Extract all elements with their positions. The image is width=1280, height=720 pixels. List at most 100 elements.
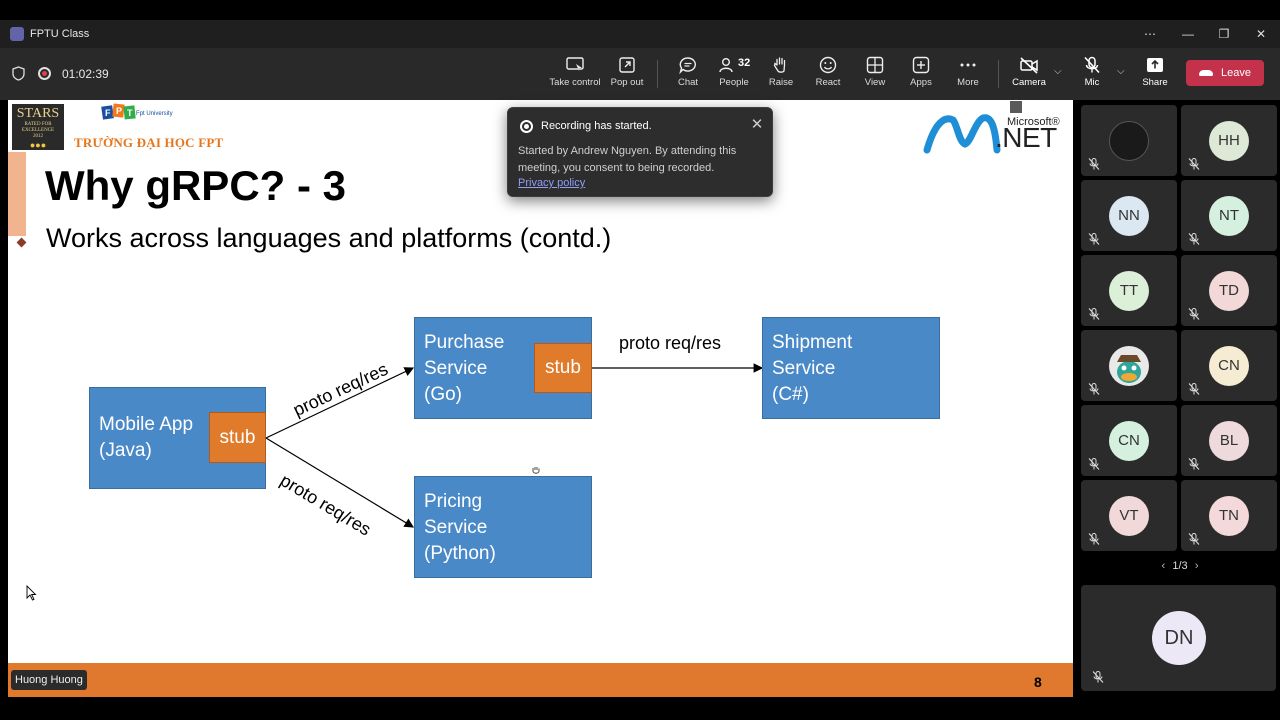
diagram-connectors (265, 363, 764, 528)
shipment-service-node: Shipment Service (C#) (762, 317, 940, 419)
view-button[interactable]: View (847, 54, 903, 96)
meeting-timer: 01:02:39 (62, 67, 109, 81)
participant-avatar: CN (1209, 346, 1249, 386)
mic-muted-icon (1088, 533, 1100, 545)
mic-muted-icon (1188, 308, 1200, 320)
react-button[interactable]: React (800, 54, 856, 96)
recording-notification: Recording has started. ✕ Started by Andr… (507, 107, 773, 197)
leave-button[interactable]: Leave (1186, 60, 1264, 86)
participant-tile[interactable] (1081, 105, 1177, 176)
participant-tile[interactable]: CN (1181, 330, 1277, 401)
participant-tile[interactable]: HH (1181, 105, 1277, 176)
svg-text:P: P (116, 106, 122, 116)
participant-avatar: VT (1109, 496, 1149, 536)
close-window-button[interactable]: ✕ (1255, 27, 1267, 41)
next-page-icon[interactable]: › (1194, 560, 1199, 572)
people-button[interactable]: 32 People (719, 57, 751, 88)
share-button[interactable]: Share (1127, 54, 1183, 96)
dotnet-logo (923, 114, 1001, 154)
purchase-stub: stub (534, 343, 592, 393)
perry-avatar-icon (1117, 355, 1141, 383)
teams-app-icon (10, 27, 24, 41)
participant-avatar: NT (1209, 196, 1249, 236)
mic-muted-icon (1188, 233, 1200, 245)
mic-muted-icon (1088, 383, 1100, 395)
ellipsis-icon (960, 63, 976, 67)
dismiss-notification-button[interactable]: ✕ (750, 116, 764, 133)
self-avatar: DN (1152, 611, 1206, 665)
chat-button[interactable]: Chat (660, 54, 716, 96)
previous-page-icon[interactable]: ‹ (1161, 560, 1166, 572)
participant-tile[interactable]: NN (1081, 180, 1177, 251)
participant-tile[interactable]: TD (1181, 255, 1277, 326)
participant-avatar: TN (1209, 496, 1249, 536)
edge-mobile-purchase (265, 367, 415, 439)
window-title: FPTU Class (30, 28, 90, 40)
school-name: TRƯỜNG ĐẠI HỌC FPT (74, 135, 224, 150)
hand-cursor-icon (532, 467, 540, 474)
svg-text:F: F (105, 108, 111, 118)
hand-icon (773, 57, 786, 73)
self-video-tile[interactable]: DN (1081, 585, 1276, 691)
pricing-service-node: Pricing Service (Python) (414, 476, 592, 578)
privacy-policy-link[interactable]: Privacy policy (518, 177, 586, 189)
raise-hand-button[interactable]: Raise (753, 54, 809, 96)
mic-button[interactable]: Mic (1064, 54, 1120, 96)
share-icon (1147, 58, 1163, 72)
participant-tile[interactable]: TN (1181, 480, 1277, 551)
dotnet-label: .NET (995, 122, 1057, 153)
pop-out-icon (619, 57, 635, 73)
notification-title: Recording has started. (541, 120, 652, 132)
more-button[interactable]: More (940, 54, 996, 96)
toolbar-separator (998, 60, 999, 88)
take-control-icon (566, 57, 584, 73)
participant-avatar: HH (1209, 121, 1249, 161)
window-more-icon[interactable]: ⋯ (1144, 27, 1156, 41)
camera-button[interactable]: Camera (1001, 54, 1057, 96)
participant-tile[interactable] (1081, 330, 1177, 401)
take-control-button[interactable]: Take control (547, 54, 603, 96)
slide-page-number: 8 (1034, 674, 1042, 690)
fpt-logo: F P T (101, 103, 136, 120)
participant-tile[interactable]: VT (1081, 480, 1177, 551)
purchase-service-node: Purchase Service (Go) (414, 317, 592, 419)
toolbar-separator (657, 60, 658, 88)
mic-muted-icon (1188, 158, 1200, 170)
meeting-toolbar: 01:02:39 Take control Pop out Chat 32 Pe… (0, 48, 1280, 100)
presenter-name-tag: Huong Huong (11, 670, 87, 690)
hang-up-icon (1199, 70, 1213, 77)
participant-avatar (1109, 346, 1149, 386)
mic-muted-icon (1188, 383, 1200, 395)
participant-avatar: CN (1109, 421, 1149, 461)
camera-off-icon (1020, 57, 1038, 74)
slide-bullet-text: Works across languages and platforms (co… (46, 223, 612, 253)
mic-options-chevron-icon[interactable]: ⌵ (1117, 66, 1125, 77)
minimize-button[interactable]: — (1182, 27, 1194, 41)
mic-muted-icon (1092, 671, 1104, 683)
plus-icon (912, 56, 930, 74)
mic-muted-icon (1088, 308, 1100, 320)
mobile-app-node: Mobile App (Java) (89, 387, 266, 489)
mic-muted-icon (1088, 158, 1100, 170)
mic-off-icon (1084, 56, 1100, 74)
svg-text:T: T (127, 108, 133, 118)
participant-tile[interactable]: CN (1081, 405, 1177, 476)
restore-button[interactable]: ❐ (1218, 27, 1230, 41)
mouse-pointer-icon (26, 585, 37, 601)
participant-tile[interactable]: NT (1181, 180, 1277, 251)
slide-accent-bar (8, 152, 26, 236)
mobile-stub: stub (209, 412, 266, 463)
chat-icon (679, 57, 696, 74)
camera-options-chevron-icon[interactable]: ⌵ (1054, 66, 1062, 77)
participant-avatar: BL (1209, 421, 1249, 461)
people-icon (719, 58, 733, 73)
participant-avatar: NN (1109, 196, 1149, 236)
participant-tile[interactable]: TT (1081, 255, 1177, 326)
title-bar: FPTU Class ⋯ — ❐ ✕ (0, 20, 1280, 48)
recording-indicator-icon (38, 67, 51, 80)
shared-screen: STARS RATED FOR EXCELLENCE 2012 ●●● F P … (8, 100, 1073, 697)
participant-tile[interactable]: BL (1181, 405, 1277, 476)
apps-button[interactable]: Apps (893, 54, 949, 96)
stage-options-icon[interactable] (1010, 101, 1022, 113)
pop-out-button[interactable]: Pop out (599, 54, 655, 96)
